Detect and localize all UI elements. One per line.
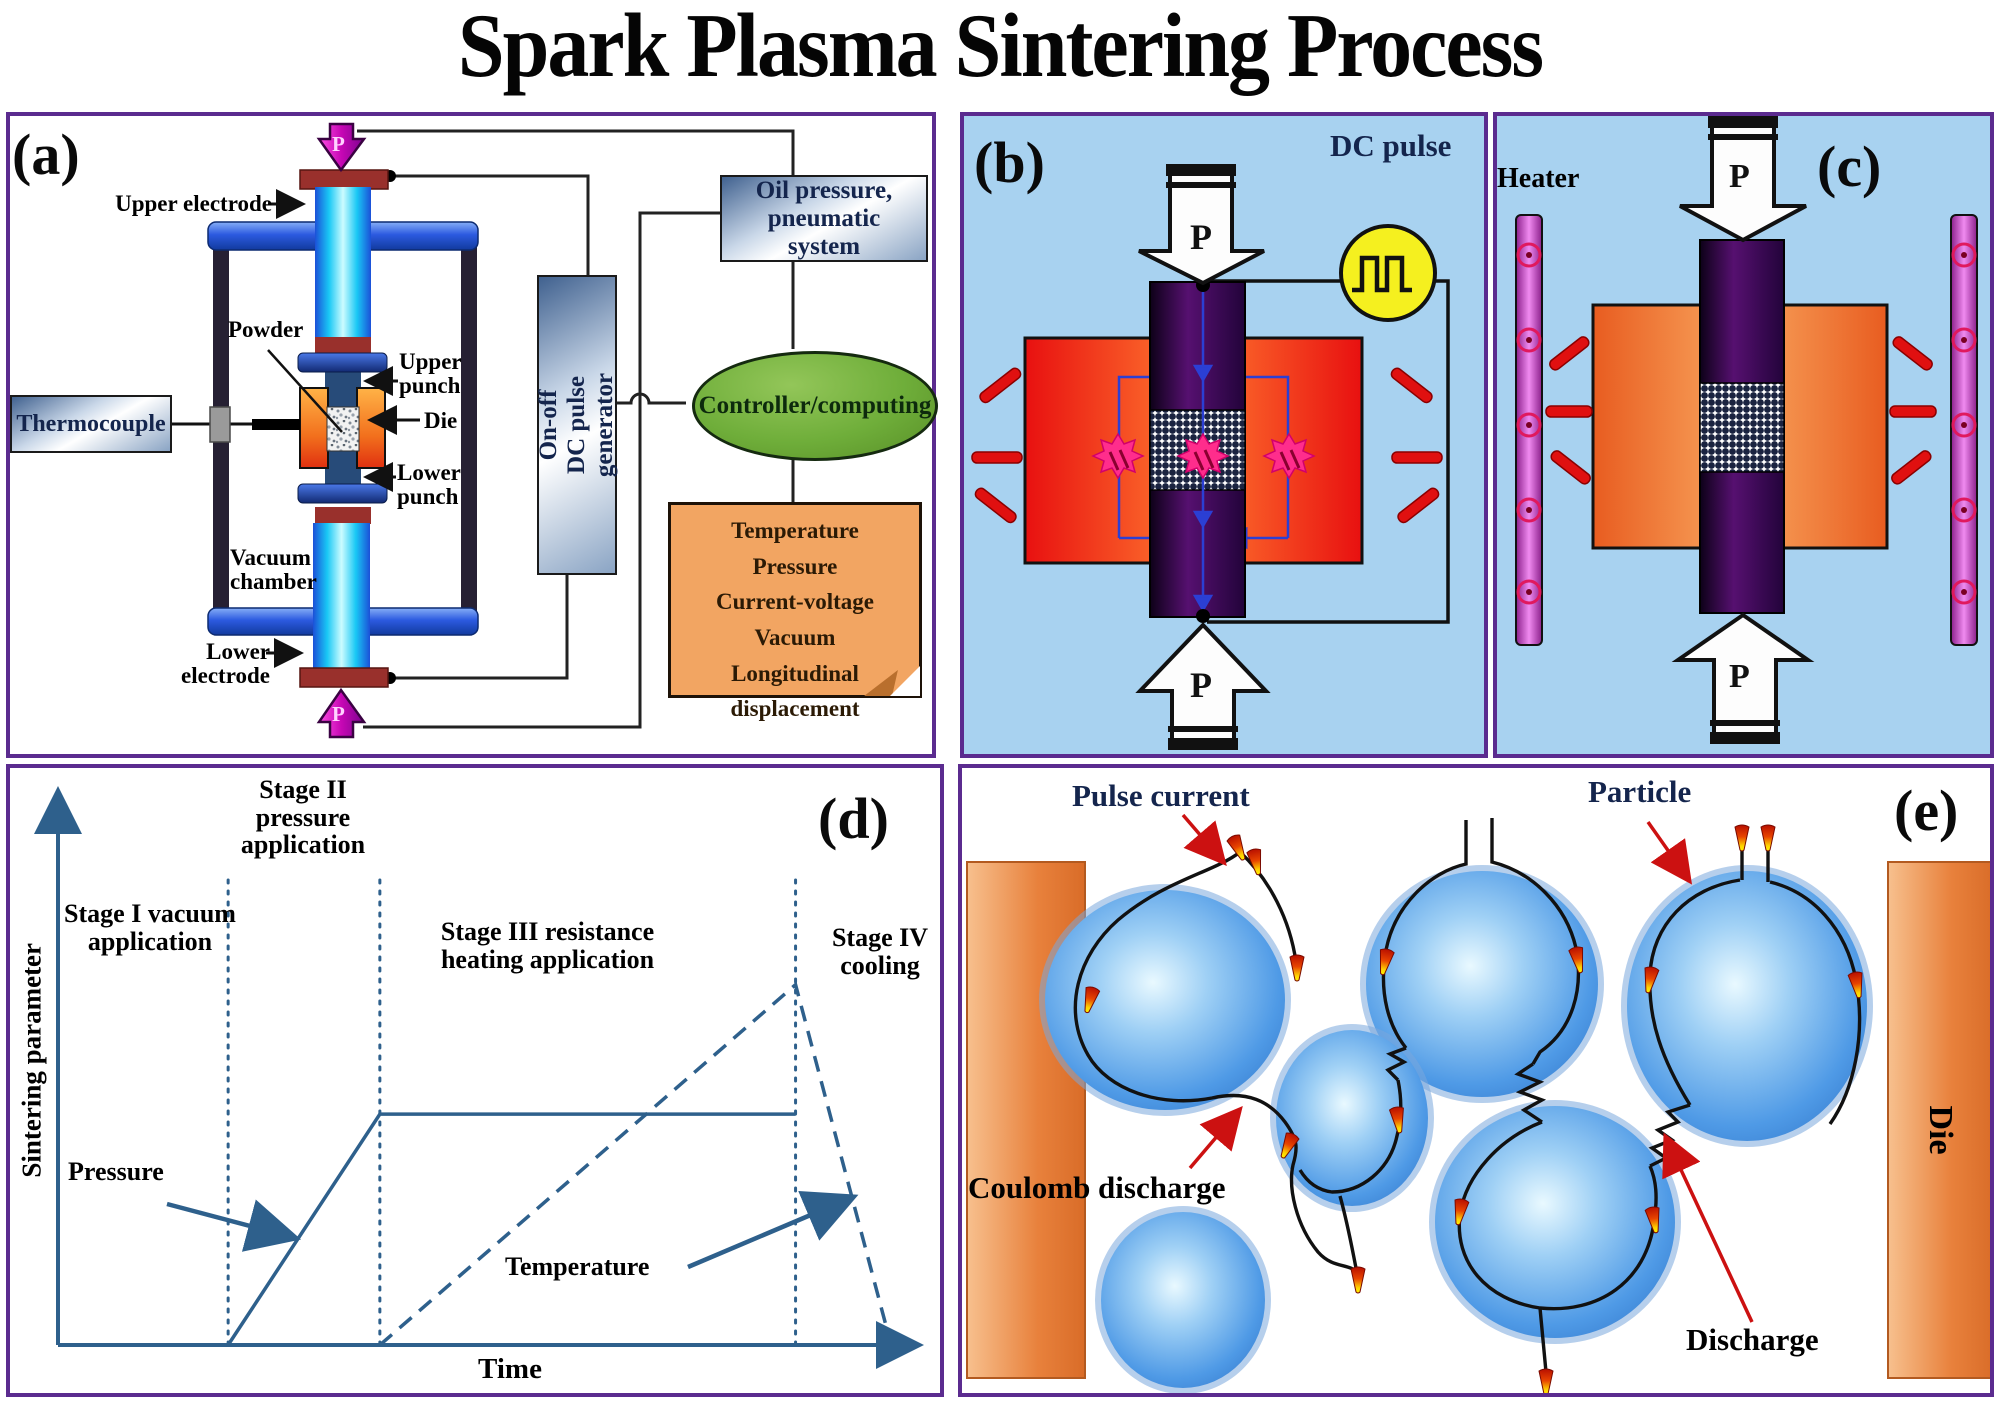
panel-b-dc-pulse-diagram: (b) DC pulse P P (960, 112, 1488, 758)
heat-radiation-dashes (1545, 336, 1937, 485)
stage1-label: Stage I vacuum application (64, 899, 236, 956)
heater-label: Heater (1497, 163, 1580, 194)
monitor-item: Longitudinal displacement (730, 660, 860, 722)
pressure-symbol-top: P (332, 132, 345, 156)
panel-c-drawing (1515, 116, 1978, 744)
dc-circuit-wire (1207, 279, 1450, 624)
upper-punch-label: Upper punch (399, 349, 462, 399)
pulse-current-label: Pulse current (1072, 778, 1250, 813)
stage4-label: Stage IV cooling (831, 923, 929, 980)
contact-dot-bottom (1196, 609, 1210, 623)
arrow-stripes (1708, 116, 1780, 744)
vacuum-chamber-label: Vacuum chamber (230, 545, 317, 595)
electrode-column (297, 169, 389, 688)
dc-pulse-generator-box: On-off DC pulse generator (535, 275, 618, 575)
powder-compact (1699, 382, 1785, 473)
powder-pointer-line (267, 349, 343, 433)
circuit-wires (357, 129, 795, 729)
upper-spacer-plate (315, 337, 371, 354)
lower-punch-label: Lower punch (397, 460, 461, 510)
monitor-item: Vacuum (754, 624, 836, 650)
panel-e-drawing (966, 813, 1990, 1393)
particle-label: Particle (1588, 774, 1692, 809)
x-axis-label: Time (478, 1353, 542, 1385)
die-right-block (356, 387, 386, 469)
pressure-arrows (1135, 166, 1271, 747)
powder-particles (1039, 865, 1873, 1393)
oil-pressure-box: Oil pressure, pneumatic system (720, 175, 928, 262)
thermocouple-probe (172, 406, 300, 443)
panel-e-particle-discharge: Pulse current Particle (e) Coulomb disch… (958, 764, 1994, 1397)
chart-series-lines (226, 876, 893, 1347)
note-fold-icon (890, 666, 920, 696)
lower-punch-flange (297, 483, 388, 504)
panel-d-drawing (34, 786, 924, 1369)
temperature-series-label: Temperature (505, 1252, 650, 1281)
panel-b-label: (b) (974, 130, 1045, 195)
pressure-symbol-top: P (1729, 158, 1750, 195)
panel-c-heater-diagram: Heater (c) P P (1493, 112, 1994, 758)
chart-axes (34, 786, 924, 1369)
figure-title: Spark Plasma Sintering Process (457, 0, 1544, 97)
pressure-symbol-top: P (1190, 217, 1212, 257)
die-label: Die (424, 408, 458, 433)
panel-d-label: (d) (818, 786, 889, 851)
die-label: Die (1922, 1105, 1960, 1155)
controller-ellipse: Controller/computing (692, 351, 938, 461)
upper-electrode-cylinder (315, 187, 371, 337)
pressure-arrow-down-icon (316, 122, 367, 173)
upper-punch-flange (297, 352, 388, 373)
discharge-label: Discharge (1686, 1322, 1819, 1357)
annotation-arrows (1181, 813, 1754, 1323)
lower-spacer-plate (315, 507, 371, 524)
pressure-arrows (1671, 118, 1815, 742)
powder-sample (326, 406, 360, 452)
monitor-item: Pressure (752, 553, 838, 579)
upper-electrode-label: Upper electrode (115, 191, 272, 216)
pressure-symbol-bottom: P (1190, 665, 1212, 705)
pressure-series-label: Pressure (68, 1157, 164, 1186)
panel-a-drawing (172, 122, 795, 739)
monitor-item: Current-voltage (716, 589, 874, 615)
heat-radiation-dashes (971, 367, 1443, 524)
dc-pulse-label: DC pulse (1330, 128, 1452, 163)
coulomb-discharge-label: Coulomb discharge (968, 1170, 1226, 1205)
stage2-label: Stage II pressure application (240, 775, 366, 860)
annotation-arrows (166, 1190, 859, 1270)
upper-electrode-plate (299, 169, 389, 190)
oil-pressure-label: Oil pressure, pneumatic system (755, 176, 893, 260)
label-arrows (266, 189, 420, 668)
panel-b-drawing (971, 164, 1450, 750)
panel-e-label: (e) (1894, 778, 1959, 843)
heater-rods (1515, 214, 1978, 646)
monitor-item: Temperature (731, 518, 859, 543)
y-axis-label: Sintering parameter (16, 942, 47, 1178)
panel-a-label: (a) (12, 122, 80, 187)
dc-pulse-generator-label: On-off DC pulse generator (535, 372, 618, 478)
monitor-note: Temperature Pressure Current-voltage Vac… (668, 502, 922, 721)
spark-bursts (1091, 432, 1316, 480)
arrow-stripes (1166, 164, 1238, 750)
panel-d-sintering-chart: (d) Stage I vacuum application Stage II … (6, 764, 944, 1397)
thermocouple-box: Thermocouple (10, 395, 172, 453)
lower-electrode-cylinder (313, 523, 370, 669)
stage3-label: Stage III resistance heating application (440, 917, 655, 974)
pressure-symbol-bottom: P (1729, 658, 1750, 695)
pressure-symbol-bottom: P (332, 702, 345, 726)
panel-c-label: (c) (1817, 134, 1882, 199)
powder-label: Powder (228, 317, 304, 342)
pressure-arrow-up-icon (316, 687, 367, 739)
lower-electrode-plate (299, 667, 389, 688)
panel-a-sps-apparatus: (a) Upper electrode Powder Upper punch D… (6, 112, 938, 758)
lower-electrode-label: Lower electrode (181, 639, 270, 689)
pulse-generator-icon (1339, 224, 1437, 322)
die-wall-right (1887, 861, 1990, 1379)
